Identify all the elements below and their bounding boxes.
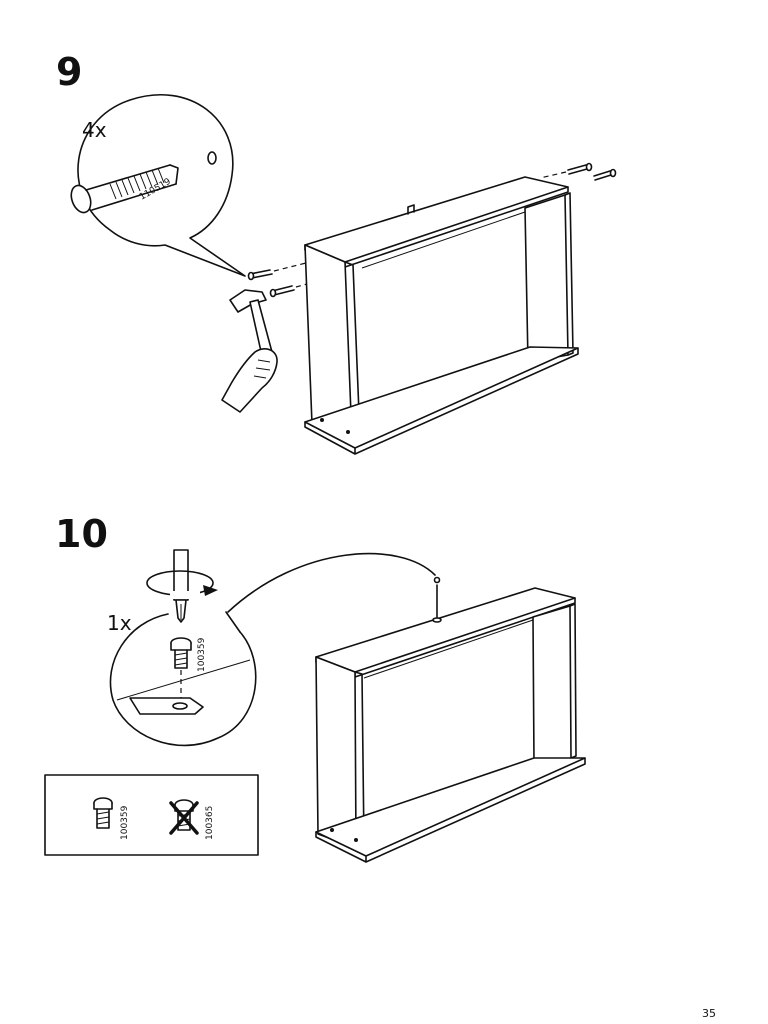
quantity-label: 1x [107,611,132,635]
rotate-arrow-icon [146,570,218,599]
screwdriver-icon [173,549,189,623]
step10-zoom-bubble [109,552,436,747]
wooden-dowel-icon [70,151,217,214]
wrong-part-number: 100365 [205,805,215,840]
quantity-label: 4x [82,118,107,142]
screw-icon [93,797,113,829]
hand-icon [221,348,278,413]
page-number: 35 [702,1007,716,1020]
screw-icon [116,637,251,715]
cross-out-icon [169,801,199,835]
screw-legend-box [44,774,259,856]
small-dowel-icon [247,162,617,298]
shelf-frame-icon [315,576,586,863]
step-number: 9 [56,50,83,94]
part-number: 100359 [197,637,207,672]
step-number: 10 [55,512,108,556]
shelf-frame-icon [304,176,579,455]
step9-zoom-bubble [77,94,246,277]
correct-part-number: 100359 [120,805,130,840]
hammer-icon [229,289,273,357]
